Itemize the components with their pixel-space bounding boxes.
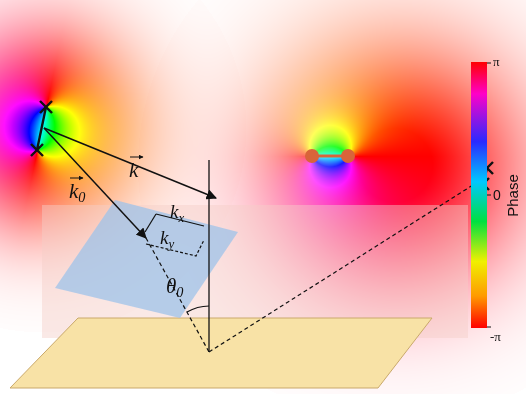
k0-vector [44, 128, 146, 238]
vortex-link [37, 107, 46, 150]
singularity-dot [341, 149, 355, 163]
component-label: ky [160, 228, 174, 247]
angle-label: θ0 [166, 276, 183, 297]
ky-bracket [146, 240, 204, 256]
reflected-ray [209, 178, 484, 352]
angle-arc [187, 306, 209, 312]
colorbar-tick-label: -π [490, 330, 501, 343]
vector-label: k0 [69, 181, 85, 202]
colorbar-title: Phase [505, 174, 520, 217]
component-label: kx [170, 202, 184, 221]
singularity-dot [305, 149, 319, 163]
vector-overbar [130, 157, 143, 158]
colorbar [471, 62, 487, 328]
colorbar-tick [487, 63, 491, 327]
floor-plane [10, 318, 432, 388]
vortex-cross [31, 101, 52, 156]
normal-line [208, 160, 209, 352]
vector-label: k [129, 160, 138, 181]
kx-bracket [145, 214, 156, 232]
k-plane [55, 200, 238, 318]
colorbar-tick-label: π [493, 55, 500, 68]
incident-ray [146, 238, 209, 352]
colorbar-tick-label: 0 [493, 188, 501, 202]
vector-overbar [70, 178, 83, 179]
